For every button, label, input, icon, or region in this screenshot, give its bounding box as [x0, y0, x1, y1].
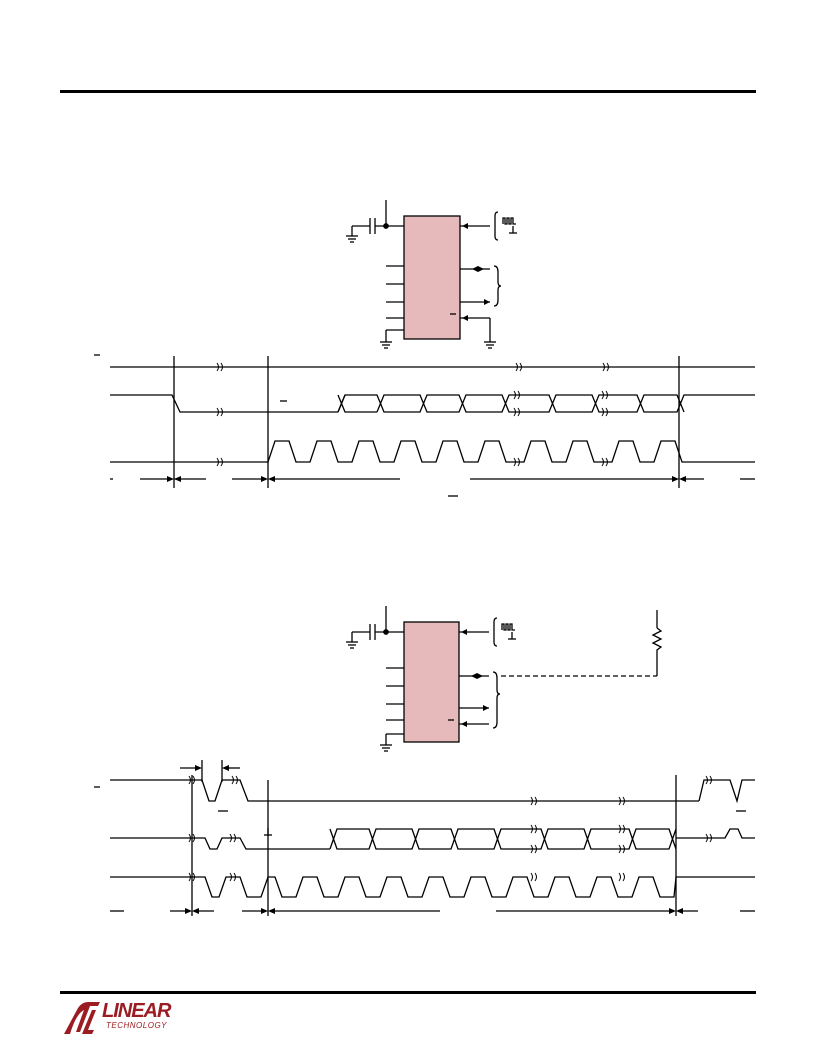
junction-dot: [383, 629, 389, 635]
logo-sub-text: TECHNOLOGY: [106, 1021, 168, 1030]
clock-source-icon: [501, 623, 515, 631]
top-rule: [60, 90, 756, 93]
data-bus-2: [329, 828, 677, 850]
pullup-resistor-icon: [651, 627, 663, 676]
timing-1: [94, 354, 755, 497]
ic-1: [403, 215, 461, 340]
ic-2: [403, 621, 460, 743]
bottom-rule: [60, 991, 756, 994]
circuit-1: [346, 200, 517, 349]
logo-brand-text: LINEAR: [102, 1000, 171, 1022]
clock-source-icon: [502, 217, 516, 225]
junction-dot: [383, 223, 389, 229]
circuit-2: [346, 606, 663, 752]
linear-technology-logo: LINEAR TECHNOLOGY: [62, 1000, 222, 1040]
timing-2: [94, 760, 755, 916]
data-bus-1: [337, 394, 755, 413]
clock-waveform-2: [110, 876, 755, 898]
clock-waveform-1: [110, 440, 755, 463]
lt-logo-icon: [64, 1002, 100, 1034]
